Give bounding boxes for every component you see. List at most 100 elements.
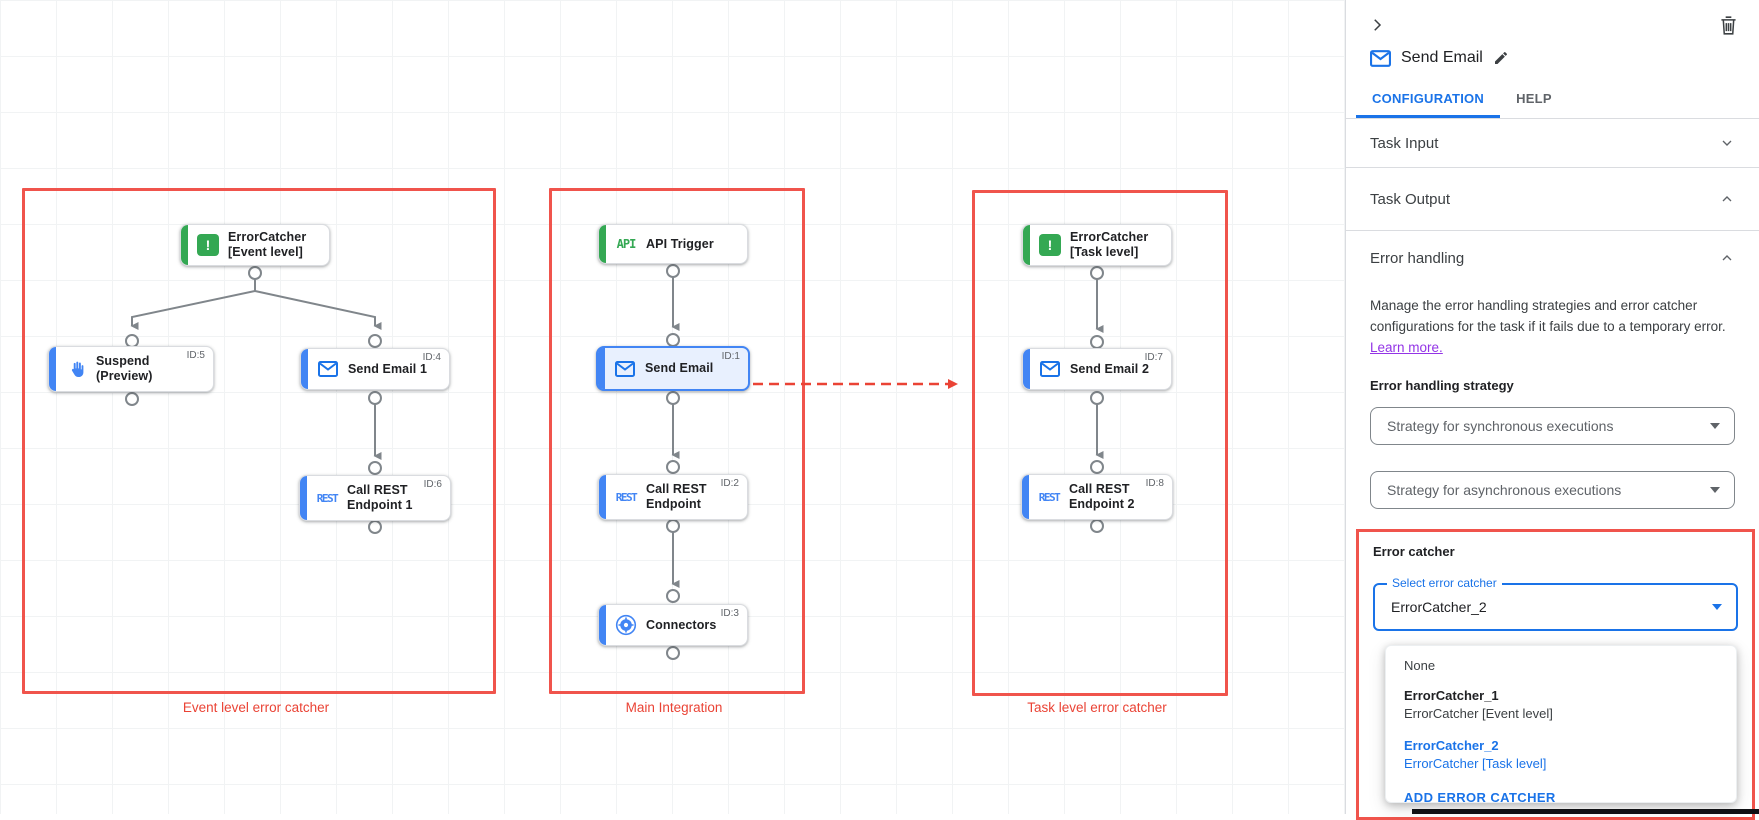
select-floating-label: Select error catcher — [1387, 576, 1502, 590]
caption-event-level: Event level error catcher — [182, 700, 330, 715]
tab-configuration[interactable]: CONFIGURATION — [1356, 91, 1501, 118]
node-id-badge: ID:2 — [720, 478, 739, 489]
suspend-hand-icon — [56, 360, 96, 379]
node-accent-bar — [599, 605, 606, 645]
section-task-output[interactable]: Task Output — [1346, 168, 1759, 231]
node-accent-bar — [1023, 349, 1030, 389]
option-name: ErrorCatcher_2 — [1404, 738, 1499, 753]
menu-item-errorcatcher-2[interactable]: ErrorCatcher_2 ErrorCatcher [Task level] — [1404, 737, 1736, 773]
section-label: Task Input — [1370, 134, 1439, 152]
dropdown-caret-icon — [1710, 423, 1720, 429]
node-accent-bar — [301, 349, 308, 389]
rest-icon: REST — [1038, 490, 1061, 504]
description-text: Manage the error handling strategies and… — [1370, 298, 1726, 334]
add-error-catcher-button[interactable]: ADD ERROR CATCHER — [1404, 790, 1556, 805]
edit-title-icon[interactable] — [1493, 50, 1509, 66]
error-catcher-annotation-box: Error catcher Select error catcher Error… — [1356, 529, 1755, 820]
node-send-email-2[interactable]: Send Email 2 ID:7 — [1022, 348, 1172, 390]
node-error-catcher-event[interactable]: ! ErrorCatcher[Event level] — [180, 224, 330, 266]
node-connectors[interactable]: Connectors ID:3 — [598, 604, 748, 646]
email-icon — [308, 361, 348, 377]
menu-item-none[interactable]: None — [1404, 658, 1436, 673]
node-id-badge: ID:7 — [1144, 352, 1163, 363]
option-name: ErrorCatcher_1 — [1404, 688, 1499, 703]
node-accent-bar — [300, 476, 307, 520]
node-accent-bar — [599, 225, 606, 263]
node-id-badge: ID:3 — [720, 608, 739, 619]
node-label: Send Email — [645, 361, 714, 375]
node-label: Send Email 2 — [1070, 361, 1150, 376]
collapse-panel-icon[interactable] — [1368, 16, 1386, 34]
node-api-trigger[interactable]: API API Trigger — [598, 224, 748, 264]
dropdown-caret-icon — [1710, 487, 1720, 493]
event-level-annotation-box — [22, 188, 496, 694]
delete-task-icon[interactable] — [1720, 15, 1737, 35]
select-value: Strategy for synchronous executions — [1387, 418, 1614, 434]
section-label: Task Output — [1370, 190, 1451, 208]
node-send-email-selected[interactable]: Send Email ID:1 — [596, 346, 750, 391]
option-description: ErrorCatcher [Task level] — [1404, 756, 1547, 771]
node-label: Connectors — [646, 617, 717, 632]
section-task-input[interactable]: Task Input — [1346, 119, 1759, 168]
strategy-label: Error handling strategy — [1370, 378, 1514, 393]
dropdown-caret-icon — [1712, 604, 1722, 610]
error-catcher-select[interactable]: Select error catcher ErrorCatcher_2 — [1373, 576, 1738, 631]
chevron-down-icon — [1722, 140, 1732, 146]
select-value: Strategy for asynchronous executions — [1387, 482, 1622, 498]
async-strategy-select[interactable]: Strategy for asynchronous executions — [1370, 471, 1735, 509]
node-accent-bar — [181, 225, 188, 265]
sync-strategy-select[interactable]: Strategy for synchronous executions — [1370, 407, 1735, 445]
node-label: Send Email 1 — [348, 361, 428, 376]
email-icon — [1030, 361, 1070, 377]
caption-task-level: Task level error catcher — [1027, 700, 1167, 715]
node-suspend[interactable]: Suspend(Preview) ID:5 — [48, 346, 214, 392]
error-handling-description: Manage the error handling strategies and… — [1370, 295, 1735, 358]
option-description: ErrorCatcher [Event level] — [1404, 706, 1553, 721]
node-accent-bar — [598, 348, 605, 389]
error-catcher-icon: ! — [1030, 234, 1070, 256]
chevron-up-icon — [1722, 255, 1732, 261]
node-label: Suspend(Preview) — [96, 354, 153, 383]
menu-item-errorcatcher-1[interactable]: ErrorCatcher_1 ErrorCatcher [Event level… — [1404, 687, 1736, 723]
main-integration-annotation-box — [549, 188, 805, 694]
connectors-icon — [606, 614, 646, 636]
api-trigger-icon: API — [616, 237, 637, 251]
node-accent-bar — [1023, 225, 1030, 265]
email-icon — [605, 360, 645, 377]
node-accent-bar — [1022, 475, 1029, 519]
error-catcher-dropdown-menu: None ErrorCatcher_1 ErrorCatcher [Event … — [1385, 645, 1737, 805]
node-error-catcher-task[interactable]: ! ErrorCatcher[Task level] — [1022, 224, 1172, 266]
node-id-badge: ID:4 — [422, 352, 441, 363]
learn-more-link[interactable]: Learn more. — [1370, 340, 1443, 355]
node-id-badge: ID:5 — [186, 350, 205, 361]
select-value: ErrorCatcher_2 — [1391, 599, 1487, 615]
node-send-email-1[interactable]: Send Email 1 ID:4 — [300, 348, 450, 390]
task-config-panel: Send Email CONFIGURATION HELP Task Input… — [1345, 0, 1759, 820]
node-label: ErrorCatcher[Task level] — [1070, 230, 1149, 259]
panel-tabs: CONFIGURATION HELP — [1346, 76, 1759, 119]
node-id-badge: ID:1 — [721, 351, 740, 362]
task-level-annotation-box — [972, 190, 1228, 696]
node-label: ErrorCatcher[Event level] — [228, 230, 307, 259]
tab-help[interactable]: HELP — [1516, 91, 1552, 106]
rest-icon: REST — [615, 490, 638, 504]
rest-icon: REST — [316, 491, 339, 505]
section-label: Error handling — [1370, 249, 1465, 267]
task-title: Send Email — [1401, 49, 1483, 66]
node-accent-bar — [49, 347, 56, 391]
node-label: API Trigger — [646, 236, 714, 251]
error-catcher-icon: ! — [188, 234, 228, 256]
caption-main-integration: Main Integration — [625, 700, 723, 715]
error-catcher-label: Error catcher — [1373, 544, 1455, 559]
email-icon — [1370, 49, 1391, 67]
chevron-up-icon — [1722, 196, 1732, 202]
window-bottom-edge — [1412, 809, 1759, 814]
integration-canvas[interactable]: ! ErrorCatcher[Event level] Suspend(Prev… — [0, 0, 1345, 814]
section-error-handling[interactable]: Error handling — [1346, 231, 1759, 285]
